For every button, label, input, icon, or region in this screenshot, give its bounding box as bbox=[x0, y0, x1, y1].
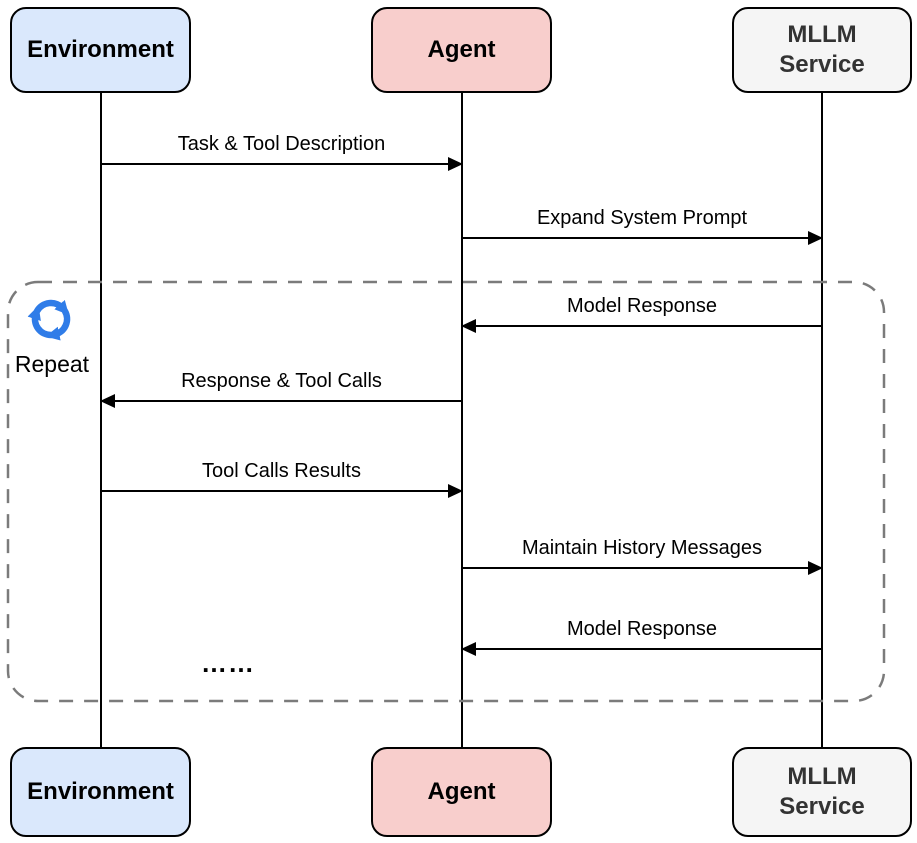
loop-ellipsis: …… bbox=[201, 648, 255, 678]
actor-box-mllm-service-bottom: MLLM Service bbox=[732, 747, 912, 837]
actor-label-agent: Agent bbox=[427, 36, 496, 63]
message-label: Maintain History Messages bbox=[521, 537, 763, 559]
loop-dashed-border bbox=[6, 280, 886, 703]
actor-label-environment: Environment bbox=[27, 36, 174, 63]
lifeline-agent bbox=[461, 93, 463, 747]
message-label: Tool Calls Results bbox=[202, 460, 361, 482]
message-label: Expand System Prompt bbox=[536, 207, 748, 229]
arrowhead-right-icon bbox=[448, 484, 463, 498]
message-task-tool-description: Task & Tool Description bbox=[101, 125, 463, 171]
actor-label-agent: Agent bbox=[427, 778, 496, 805]
actor-box-environment-bottom: Environment bbox=[10, 747, 191, 837]
message-label: Model Response bbox=[566, 295, 718, 317]
lifeline-environment bbox=[100, 93, 102, 747]
message-maintain-history-messages: Maintain History Messages bbox=[462, 529, 823, 575]
message-arrow-line bbox=[100, 394, 462, 408]
actor-box-environment-top: Environment bbox=[10, 7, 191, 93]
lifeline-mllm-service bbox=[821, 93, 823, 747]
actor-label-environment: Environment bbox=[27, 778, 174, 805]
arrowhead-right-icon bbox=[808, 561, 823, 575]
actor-box-agent-top: Agent bbox=[371, 7, 552, 93]
loop-label: Repeat bbox=[14, 351, 90, 377]
message-arrow-line bbox=[462, 561, 823, 575]
message-arrow-line bbox=[461, 642, 822, 656]
message-label: Model Response bbox=[566, 618, 718, 640]
actor-label-mllm-service: MLLM Service bbox=[779, 763, 865, 820]
arrowhead-right-icon bbox=[448, 157, 463, 171]
message-label: Task & Tool Description bbox=[177, 133, 386, 155]
message-tool-calls-results: Tool Calls Results bbox=[101, 452, 463, 498]
arrowhead-left-icon bbox=[100, 394, 115, 408]
actor-box-mllm-service-top: MLLM Service bbox=[732, 7, 912, 93]
repeat-cycle-icon bbox=[27, 299, 71, 341]
message-expand-system-prompt: Expand System Prompt bbox=[462, 199, 823, 245]
message-model-response-1: Model Response bbox=[461, 287, 822, 333]
message-model-response-2: Model Response bbox=[461, 610, 822, 656]
actor-label-mllm-service: MLLM Service bbox=[779, 21, 865, 78]
message-arrow-line bbox=[461, 319, 822, 333]
message-arrow-line bbox=[101, 484, 463, 498]
arrowhead-left-icon bbox=[461, 319, 476, 333]
arrowhead-left-icon bbox=[461, 642, 476, 656]
actor-box-agent-bottom: Agent bbox=[371, 747, 552, 837]
arrowhead-right-icon bbox=[808, 231, 823, 245]
message-arrow-line bbox=[462, 231, 823, 245]
message-arrow-line bbox=[101, 157, 463, 171]
message-response-tool-calls: Response & Tool Calls bbox=[100, 362, 462, 408]
message-label: Response & Tool Calls bbox=[181, 370, 382, 392]
